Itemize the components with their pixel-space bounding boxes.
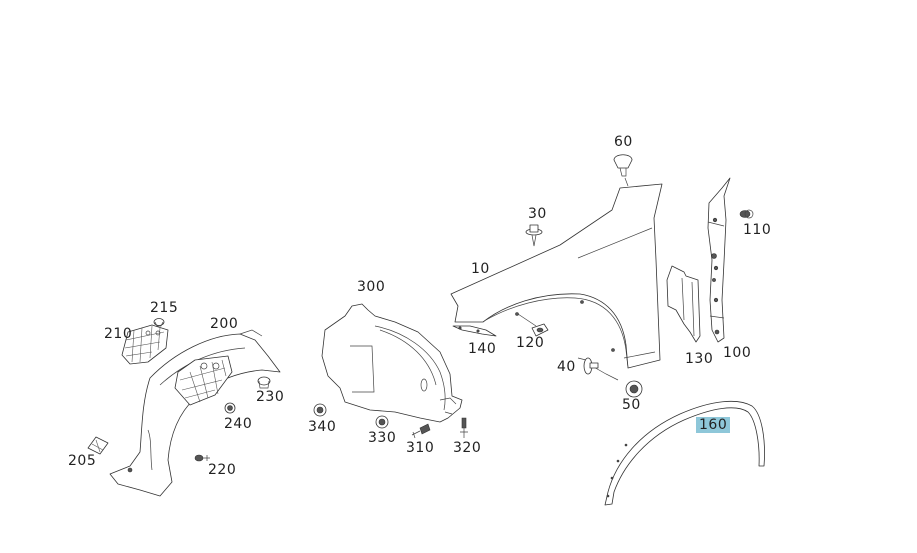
label-part-120: 120 [516, 335, 545, 351]
part-40-bolt[interactable] [577, 357, 619, 381]
part-100-bracket[interactable] [707, 177, 731, 343]
label-part-240: 240 [224, 416, 253, 432]
part-130-seal-panel[interactable] [666, 265, 701, 343]
part-215-clip[interactable] [153, 318, 165, 327]
part-330-nut[interactable] [375, 415, 389, 429]
label-part-30: 30 [528, 206, 547, 222]
part-140-bracket[interactable] [452, 325, 497, 337]
part-120-clip[interactable] [517, 313, 549, 337]
label-part-100: 100 [723, 345, 752, 361]
label-part-200: 200 [210, 316, 239, 332]
label-part-230: 230 [256, 389, 285, 405]
part-220-screw[interactable] [194, 454, 210, 462]
part-300-wheel-arch-liner-front[interactable] [321, 303, 463, 423]
part-10-fender[interactable] [450, 183, 663, 369]
label-part-320: 320 [453, 440, 482, 456]
part-205-clip[interactable] [87, 436, 109, 455]
part-340-nut[interactable] [313, 403, 327, 417]
label-part-160-highlighted: 160 [696, 417, 731, 433]
label-part-310: 310 [406, 440, 435, 456]
label-part-60: 60 [614, 134, 633, 150]
part-200-wheel-arch-liner[interactable] [109, 329, 281, 497]
part-230-clip[interactable] [257, 376, 271, 389]
part-110-screw[interactable] [739, 209, 754, 219]
part-320-screw[interactable] [460, 417, 468, 438]
label-part-215: 215 [150, 300, 179, 316]
label-part-210: 210 [104, 326, 133, 342]
part-210-grille-cover[interactable] [121, 324, 169, 365]
label-part-205: 205 [68, 453, 97, 469]
label-part-300: 300 [357, 279, 386, 295]
label-part-40: 40 [557, 359, 576, 375]
label-part-220: 220 [208, 462, 237, 478]
label-part-140: 140 [468, 341, 497, 357]
part-50-nut[interactable] [625, 380, 643, 398]
label-part-10: 10 [471, 261, 490, 277]
part-240-nut[interactable] [224, 402, 236, 414]
part-30-bolt[interactable] [525, 224, 543, 247]
label-part-340: 340 [308, 419, 337, 435]
label-part-330: 330 [368, 430, 397, 446]
label-part-130: 130 [685, 351, 714, 367]
part-60-clip[interactable] [613, 154, 633, 187]
part-310-screw[interactable] [411, 423, 431, 439]
label-part-50: 50 [622, 397, 641, 413]
label-part-110: 110 [743, 222, 772, 238]
part-160-wheel-arch-trim[interactable] [604, 401, 765, 506]
